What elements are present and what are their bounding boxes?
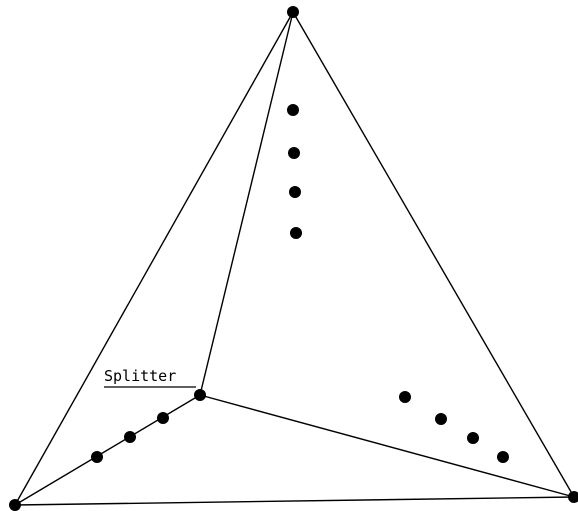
- ellipsis-dot-left-2: [124, 431, 136, 443]
- edge-splitter-to-bottom-left: [14, 394, 201, 506]
- ellipsis-dot-right-3: [467, 432, 479, 444]
- edge-splitter-to-bottom-right: [199, 394, 575, 498]
- node-splitter: [194, 389, 206, 401]
- splitter-label: Splitter: [104, 367, 176, 385]
- ellipsis-dot-right-1: [399, 391, 411, 403]
- edge-top-to-bottom-left: [14, 11, 294, 506]
- ellipsis-dot-left-3: [91, 451, 103, 463]
- ellipsis-dot-right-2: [435, 413, 447, 425]
- ellipsis-dot-left-1: [157, 412, 169, 424]
- ellipsis-dot-vertical-1: [287, 104, 299, 116]
- ellipsis-dot-vertical-4: [290, 227, 302, 239]
- ellipsis-dot-right-4: [497, 451, 509, 463]
- ellipsis-dot-vertical-3: [289, 186, 301, 198]
- ellipsis-dot-vertical-2: [288, 147, 300, 159]
- node-bottom-right: [568, 491, 578, 503]
- edge-bottom-left-to-bottom-right: [14, 496, 575, 506]
- edge-top-to-bottom-right: [292, 11, 575, 498]
- edge-splitter-to-top: [199, 11, 294, 396]
- node-top: [287, 6, 299, 18]
- node-bottom-left: [9, 499, 21, 511]
